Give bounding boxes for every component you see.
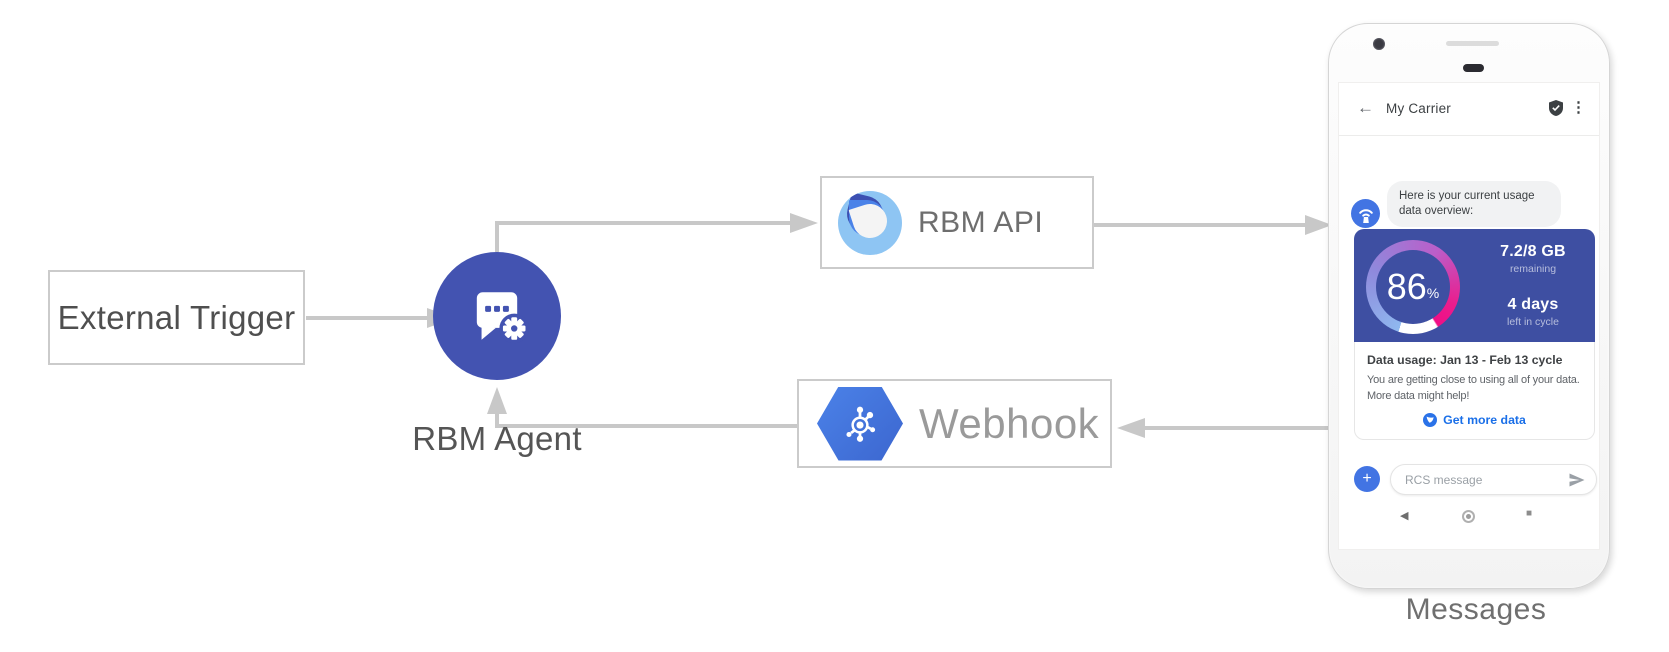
- attach-plus-button[interactable]: +: [1354, 466, 1380, 492]
- usage-details-line1: You are getting close to using all of yo…: [1367, 374, 1580, 386]
- arrow-agent-to-api: [495, 213, 818, 252]
- back-arrow-icon[interactable]: ←: [1357, 98, 1374, 117]
- messages-caption: Messages: [1405, 593, 1547, 626]
- external-trigger-label: External Trigger: [57, 298, 296, 336]
- nav-back-icon[interactable]: ◀: [1400, 510, 1409, 522]
- get-more-data-button[interactable]: Get more data: [1367, 413, 1582, 427]
- rbm-api-logo-icon: [838, 190, 902, 255]
- webhook-label: Webhook: [919, 399, 1100, 447]
- data-remaining-value: 7.2/8 GB: [1500, 243, 1566, 260]
- webhook-hexagon-icon: [817, 386, 903, 461]
- globe-icon: [1423, 413, 1438, 427]
- agent-avatar: [1351, 199, 1380, 228]
- usage-details-line2: More data might help!: [1367, 390, 1470, 402]
- get-more-data-label: Get more data: [1443, 413, 1526, 427]
- usage-details-title: Data usage: Jan 13 - Feb 13 cycle: [1367, 353, 1563, 367]
- rbm-api-label: RBM API: [918, 205, 1044, 239]
- message-composer[interactable]: [1390, 464, 1597, 495]
- overflow-menu-icon[interactable]: ⋮: [1571, 99, 1586, 116]
- cycle-days-value: 4 days: [1507, 296, 1559, 313]
- usage-rich-card: 86% 7.2/8 GB remaining 4 days left in cy…: [1354, 229, 1595, 440]
- speaker-grille: [1446, 41, 1499, 46]
- conversation-header: ← My Carrier ⋮: [1339, 83, 1599, 136]
- usage-details-panel: Data usage: Jan 13 - Feb 13 cycle You ar…: [1354, 342, 1595, 440]
- conversation-title: My Carrier: [1386, 101, 1451, 116]
- antenna-icon: [1358, 208, 1373, 223]
- data-remaining-label: remaining: [1509, 263, 1557, 275]
- usage-percent: 86: [1386, 266, 1427, 307]
- usage-gauge: 86%: [1366, 240, 1460, 334]
- earpiece: [1463, 64, 1484, 72]
- front-camera: [1373, 38, 1385, 50]
- phone-screen: ▪●▾ ← My Carrier ⋮: [1338, 82, 1600, 550]
- usage-gauge-panel: 86% 7.2/8 GB remaining 4 days left in cy…: [1354, 229, 1595, 342]
- nav-recents-icon[interactable]: ■: [1526, 508, 1533, 519]
- arrow-api-to-phone: [1094, 215, 1332, 235]
- rbm-agent-label: RBM Agent: [412, 420, 582, 457]
- agent-message-bubble: Here is your current usage data overview…: [1387, 181, 1561, 227]
- nav-home-icon[interactable]: [1462, 510, 1475, 523]
- send-icon[interactable]: [1568, 471, 1586, 494]
- rbm-api-node: RBM API: [820, 176, 1094, 269]
- phone-mockup: ▪●▾ ← My Carrier ⋮: [1328, 23, 1610, 589]
- verified-shield-icon: [1549, 100, 1563, 121]
- webhook-node: Webhook: [797, 379, 1112, 468]
- rcs-message-input[interactable]: [1405, 466, 1545, 493]
- usage-stats: 7.2/8 GB remaining 4 days left in cycle: [1477, 243, 1589, 328]
- external-trigger-node: External Trigger: [48, 270, 305, 365]
- rbm-agent-node: [433, 252, 561, 380]
- chat-bubble-gear-icon: [476, 292, 530, 344]
- cycle-days-label: left in cycle: [1507, 316, 1559, 328]
- arrow-phone-to-webhook: [1117, 418, 1333, 438]
- usage-percent-sign: %: [1426, 285, 1440, 301]
